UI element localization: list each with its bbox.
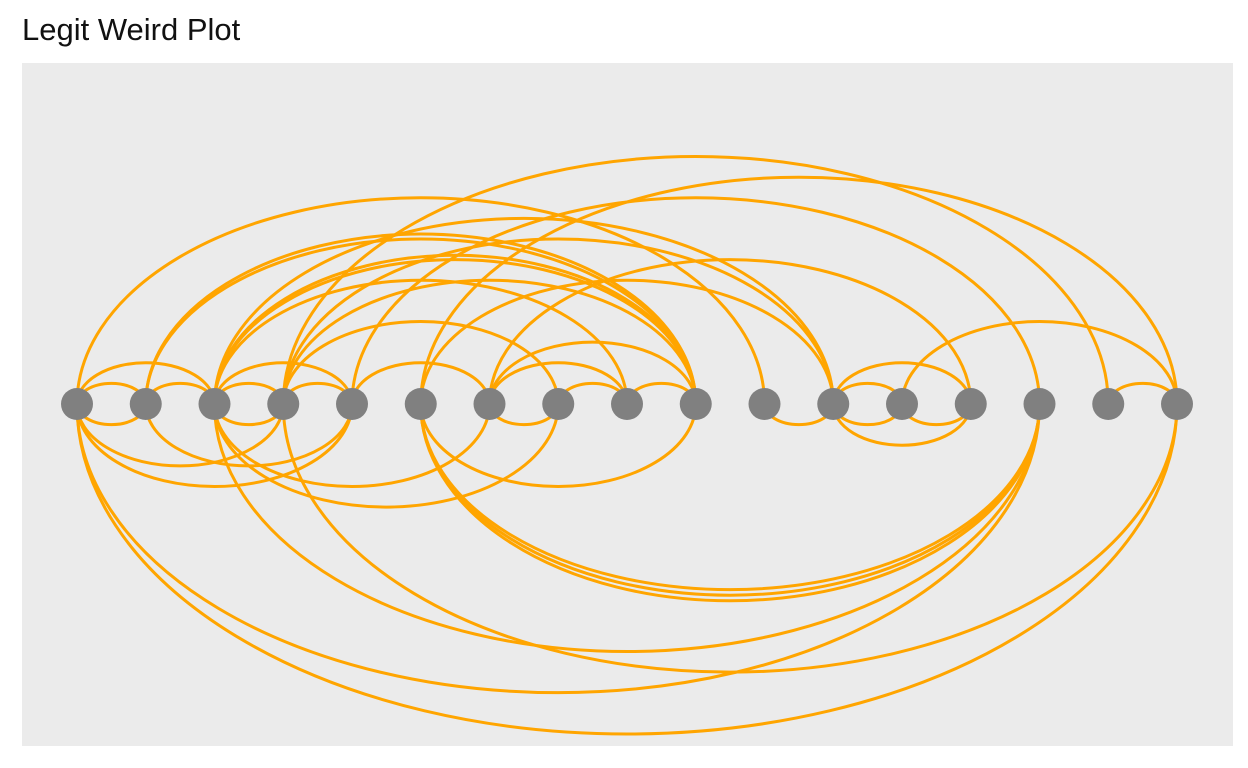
edge-3-5-above (213, 361, 354, 405)
edge-6-17-above (419, 175, 1179, 405)
edge-4-16-above (281, 155, 1110, 405)
edge-3-8-below (213, 403, 560, 509)
edge-12-14-above (831, 361, 973, 405)
page-title: Legit Weird Plot (22, 12, 241, 47)
node-4 (267, 388, 300, 420)
node-layer (61, 388, 1193, 420)
node-14 (954, 388, 987, 420)
edge-6-12-above (419, 278, 835, 405)
edge-2-10-above (144, 237, 698, 405)
node-2 (129, 388, 162, 420)
edge-7-9-above (488, 361, 629, 405)
edge-1-15-below (75, 403, 1041, 695)
node-13 (886, 388, 918, 420)
node-1 (61, 388, 93, 420)
edge-6-15-below (419, 403, 1041, 592)
node-12 (817, 388, 850, 420)
edge-6-15-below-2 (419, 403, 1041, 597)
edge-layer (75, 155, 1179, 736)
node-8 (542, 388, 575, 420)
edge-12-14-below (831, 403, 973, 447)
node-17 (1161, 388, 1193, 420)
edge-2-10-above-2 (144, 232, 698, 405)
node-11 (748, 388, 781, 420)
node-3 (198, 388, 231, 420)
edge-1-4-below (75, 403, 285, 468)
node-5 (336, 388, 368, 420)
edge-13-17-above (900, 320, 1179, 405)
edge-3-12-above (213, 216, 835, 405)
edge-5-15-above (350, 196, 1041, 405)
edge-4-10-above (281, 278, 698, 405)
node-9 (611, 388, 643, 420)
edge-1-17-below (75, 403, 1179, 736)
node-16 (1092, 388, 1125, 420)
edge-4-12-above (281, 237, 835, 405)
node-10 (679, 388, 712, 420)
node-6 (404, 388, 437, 420)
edge-1-11-above (75, 196, 766, 405)
edge-1-3-above (75, 361, 216, 405)
edge-3-15-below (213, 403, 1041, 653)
edge-6-15-below-3 (419, 403, 1041, 603)
edge-3-7-below (213, 403, 491, 488)
edge-4-8-above (281, 320, 560, 405)
edge-6-10-below (419, 403, 698, 488)
edge-5-7-above (350, 361, 491, 405)
edge-7-10-above (488, 340, 698, 405)
edge-1-5-below (75, 403, 354, 488)
edge-7-14-above (488, 258, 973, 405)
node-7 (473, 388, 506, 420)
edge-4-17-below (281, 403, 1179, 674)
node-15 (1023, 388, 1056, 420)
